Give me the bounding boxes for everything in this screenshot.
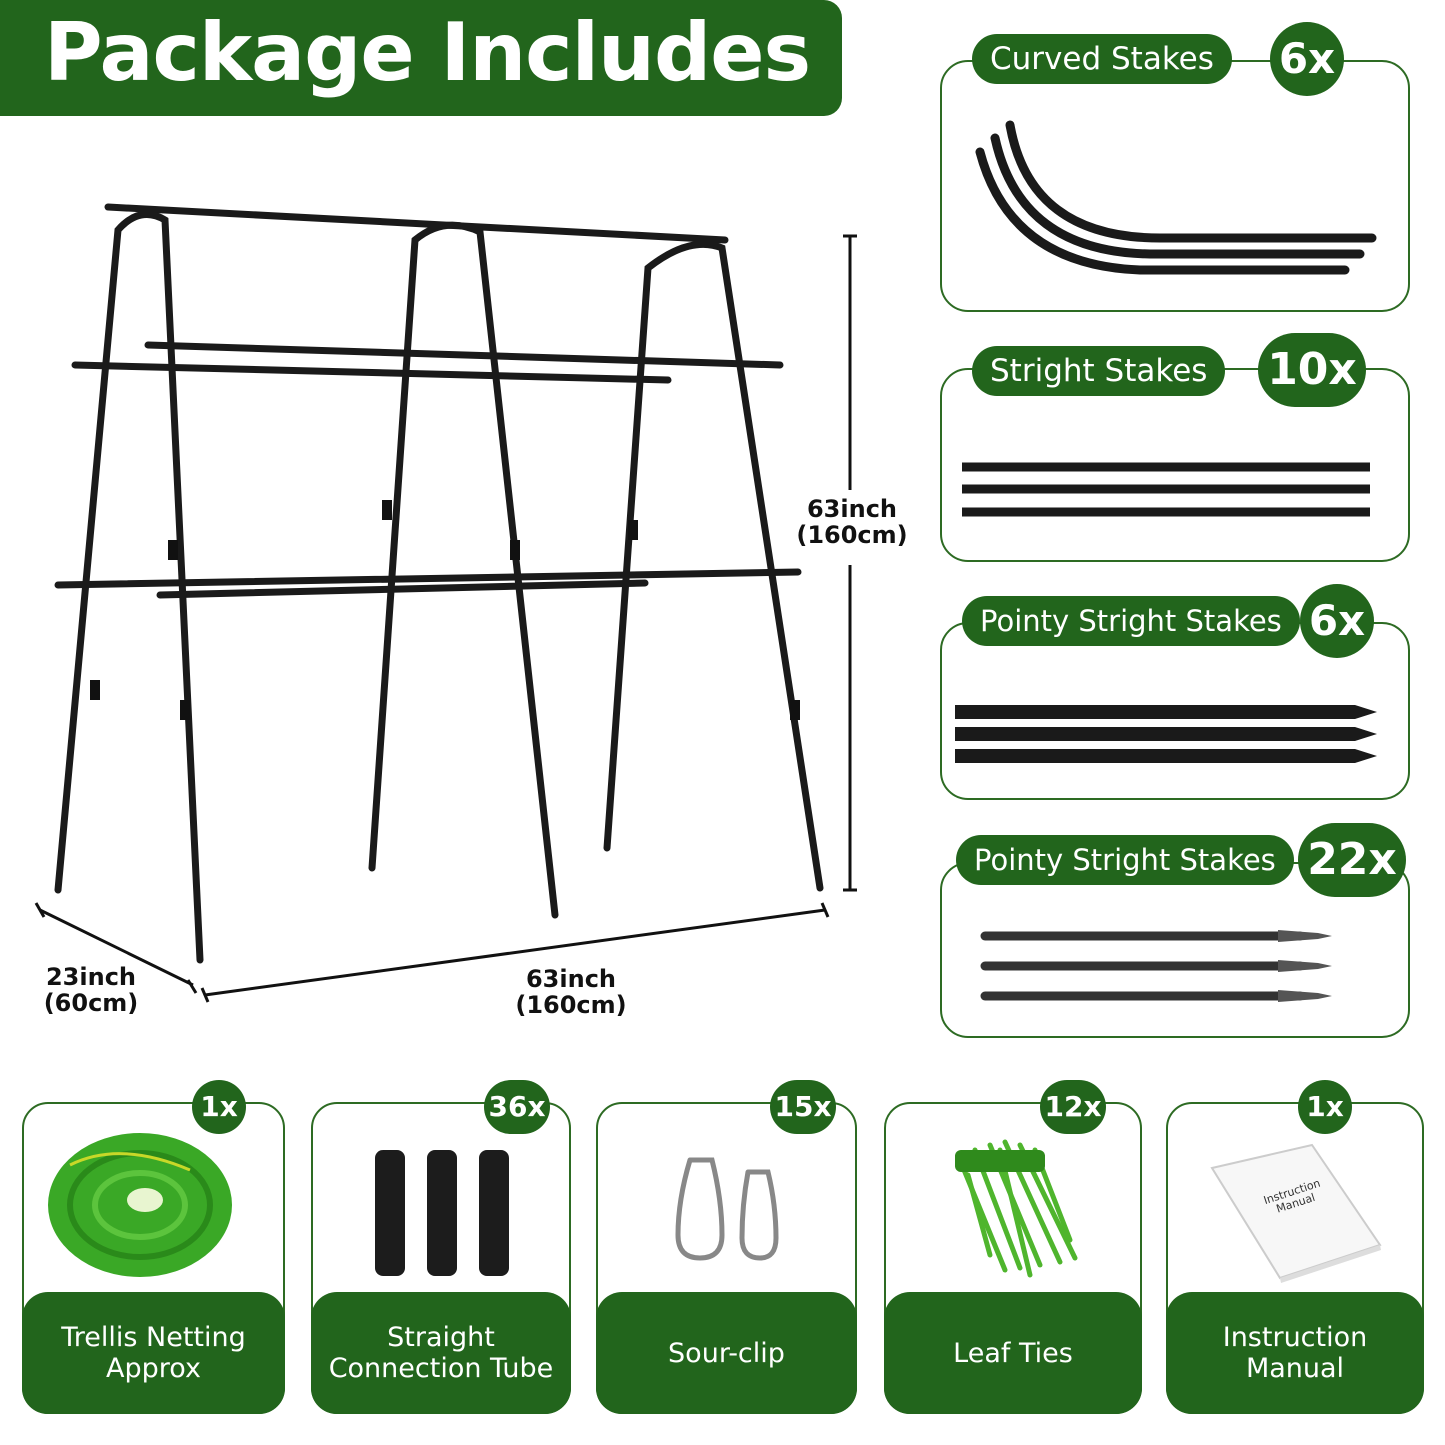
straight-stakes-label: Stright Stakes — [972, 346, 1226, 396]
leaf-ties-qty: 12x — [1040, 1080, 1106, 1134]
connection-tube-footer: Straight Connection Tube — [311, 1292, 571, 1414]
trellis-netting-label: Trellis Netting Approx — [61, 1322, 246, 1384]
instruction-manual-label: Instruction Manual — [1222, 1322, 1368, 1384]
pointy-stakes-6-label: Pointy Stright Stakes — [962, 596, 1300, 646]
leaf-ties-footer: Leaf Ties — [884, 1292, 1142, 1414]
curved-stakes-label: Curved Stakes — [972, 34, 1232, 84]
sour-clip-label: Sour-clip — [668, 1337, 785, 1369]
depth-dimension: 23inch (60cm) — [43, 963, 139, 1017]
height-dimension: 63inch (160cm) — [796, 495, 908, 549]
pointy-stakes-22-label: Pointy Stright Stakes — [956, 835, 1294, 885]
trellis-netting-footer: Trellis Netting Approx — [22, 1292, 285, 1414]
trellis-netting-qty: 1x — [192, 1080, 246, 1134]
sour-clip-qty: 15x — [770, 1080, 836, 1134]
header-banner: Package Includes — [0, 0, 842, 116]
connection-tube-label: Straight Connection Tube — [328, 1322, 554, 1384]
trellis-netting-card: Trellis Netting Approx — [22, 1102, 285, 1414]
sour-clip-footer: Sour-clip — [596, 1292, 857, 1414]
instruction-manual-footer: Instruction Manual — [1166, 1292, 1424, 1414]
width-dimension: 63inch (160cm) — [515, 965, 627, 1019]
sour-clip-card: Sour-clip — [596, 1102, 857, 1414]
leaf-ties-label: Leaf Ties — [953, 1337, 1073, 1369]
pointy-stakes-22-qty: 22x — [1298, 823, 1406, 897]
instruction-manual-qty: 1x — [1298, 1080, 1352, 1134]
connection-tube-qty: 36x — [484, 1080, 550, 1134]
straight-stakes-qty: 10x — [1258, 333, 1366, 407]
pointy-stakes-6-qty: 6x — [1300, 584, 1374, 658]
curved-stakes-qty: 6x — [1270, 22, 1344, 96]
page-title: Package Includes — [44, 6, 811, 99]
